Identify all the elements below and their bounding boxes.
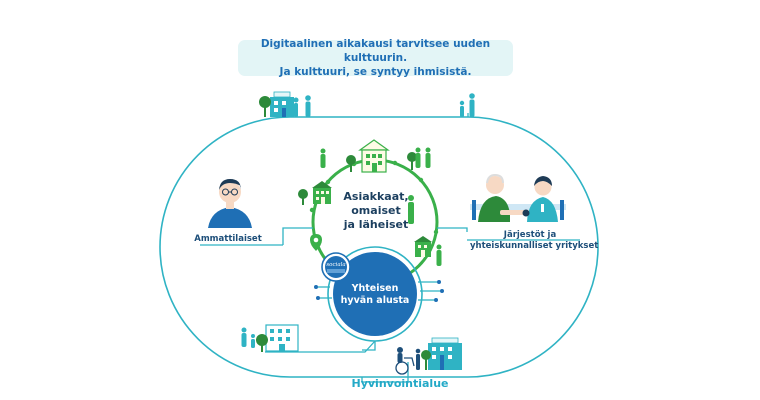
house-icon xyxy=(358,139,390,173)
tree-icon xyxy=(346,152,417,172)
person-icon xyxy=(293,95,311,117)
house-icon xyxy=(312,181,332,204)
professionals-label: Ammattilaiset xyxy=(194,234,262,244)
person-icon xyxy=(415,348,421,370)
customers-label: Asiakkaat, omaiset ja läheiset xyxy=(343,190,409,231)
sociala-logo: sociala xyxy=(321,252,351,282)
avatar xyxy=(208,179,252,228)
person-icon xyxy=(408,195,414,224)
customer-node-dots xyxy=(309,160,439,235)
svg-text:sociala: sociala xyxy=(326,262,345,268)
building-icon xyxy=(270,91,294,117)
tree-icon xyxy=(421,350,431,370)
organizations-illustration xyxy=(470,173,566,222)
headline-line-2: Ja kulttuuri, se syntyy ihmisistä. xyxy=(279,66,472,78)
location-pin-icon xyxy=(310,234,322,251)
building-icon xyxy=(428,337,462,370)
platform-circle xyxy=(333,252,417,336)
region-label: Hyvinvointialue xyxy=(351,377,449,390)
person-icon xyxy=(436,244,442,266)
glasses-icon xyxy=(222,188,238,196)
house-icon xyxy=(414,236,432,257)
building-icon xyxy=(265,324,299,352)
outer-loop xyxy=(159,116,599,378)
organizations-label: Järjestöt ja yhteiskunnalliset yritykset xyxy=(470,230,599,251)
person-icon xyxy=(459,93,475,117)
tree-icon xyxy=(256,334,268,352)
person-icon xyxy=(320,147,431,168)
tree-icon xyxy=(259,96,271,117)
wheelchair-icon xyxy=(395,347,415,375)
tree-icon xyxy=(298,189,308,205)
person-icon xyxy=(241,327,255,348)
platform-label: Yhteisen hyvän alusta xyxy=(340,283,410,306)
headline-banner: Digitaalinen aikakausi tarvitsee uuden k… xyxy=(238,38,513,78)
connector-lines xyxy=(200,113,580,383)
headline-line-1: Digitaalinen aikakausi tarvitsee uuden k… xyxy=(260,38,491,64)
